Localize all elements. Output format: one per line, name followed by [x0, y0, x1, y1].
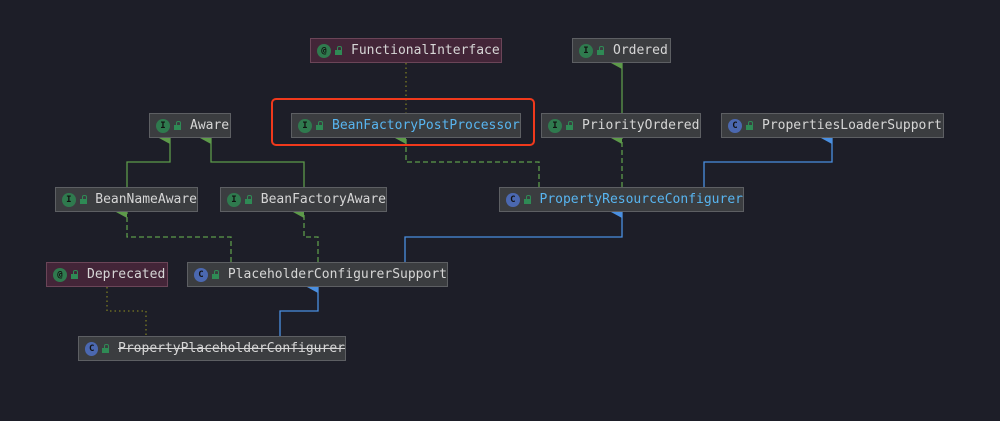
node-label: BeanFactoryPostProcessor — [332, 118, 520, 133]
public-access-icon — [334, 46, 343, 55]
public-access-icon — [745, 121, 754, 130]
node-deprecated[interactable]: @ Deprecated — [46, 262, 168, 287]
node-functional-interface[interactable]: @ FunctionalInterface — [310, 38, 502, 63]
node-bean-factory-aware[interactable]: I BeanFactoryAware — [220, 187, 387, 212]
public-access-icon — [70, 270, 79, 279]
node-properties-loader-support[interactable]: C PropertiesLoaderSupport — [721, 113, 944, 138]
interface-icon: I — [156, 118, 170, 133]
abstract-class-icon: C — [506, 192, 520, 207]
edge-pcs-beanfactoryaware — [293, 206, 319, 262]
class-icon: C — [85, 341, 99, 356]
edge-beannameaware-aware — [126, 132, 171, 187]
interface-icon: I — [62, 192, 76, 207]
node-label: Ordered — [613, 43, 668, 58]
edge-prc-pls — [703, 132, 833, 187]
node-label: Aware — [190, 118, 230, 133]
node-label: FunctionalInterface — [351, 43, 500, 58]
public-access-icon — [565, 121, 574, 130]
public-access-icon — [596, 46, 605, 55]
abstract-class-icon: C — [194, 267, 208, 282]
public-access-icon — [315, 121, 324, 130]
node-bean-name-aware[interactable]: I BeanNameAware — [55, 187, 198, 212]
node-label: PriorityOrdered — [582, 118, 700, 133]
public-access-icon — [79, 195, 88, 204]
edge-ppc-pcs — [279, 281, 319, 336]
public-access-icon — [101, 344, 110, 353]
edge-beanfactoryaware-aware — [200, 132, 305, 187]
public-access-icon — [244, 195, 253, 204]
edge-prc-bfpp — [395, 132, 540, 187]
edge-pcs-prc — [404, 206, 623, 262]
node-label: BeanFactoryAware — [260, 192, 386, 207]
node-bean-factory-post-processor[interactable]: I BeanFactoryPostProcessor — [291, 113, 521, 138]
node-property-resource-configurer[interactable]: C PropertyResourceConfigurer — [499, 187, 744, 212]
node-label: PropertyPlaceholderConfigurer — [118, 341, 345, 356]
edge-pcs-beannameaware — [116, 206, 232, 262]
public-access-icon — [523, 195, 532, 204]
public-access-icon — [211, 270, 220, 279]
public-access-icon — [173, 121, 182, 130]
highlight-box — [271, 98, 535, 146]
node-priority-ordered[interactable]: I PriorityOrdered — [541, 113, 701, 138]
node-label: PlaceholderConfigurerSupport — [227, 267, 447, 282]
node-aware[interactable]: I Aware — [149, 113, 231, 138]
node-label: PropertyResourceConfigurer — [539, 192, 744, 207]
node-property-placeholder-configurer[interactable]: C PropertyPlaceholderConfigurer — [78, 336, 346, 361]
node-ordered[interactable]: I Ordered — [572, 38, 671, 63]
annotation-icon: @ — [53, 267, 67, 282]
node-label: PropertiesLoaderSupport — [762, 118, 943, 133]
abstract-class-icon: C — [728, 118, 742, 133]
node-placeholder-configurer-support[interactable]: C PlaceholderConfigurerSupport — [187, 262, 448, 287]
interface-icon: I — [227, 192, 241, 207]
edge-ppc-deprecated — [106, 287, 147, 336]
node-label: BeanNameAware — [95, 192, 197, 207]
annotation-icon: @ — [317, 43, 331, 58]
interface-icon: I — [298, 118, 312, 133]
interface-icon: I — [548, 118, 562, 133]
interface-icon: I — [579, 43, 593, 58]
node-label: Deprecated — [87, 267, 166, 282]
